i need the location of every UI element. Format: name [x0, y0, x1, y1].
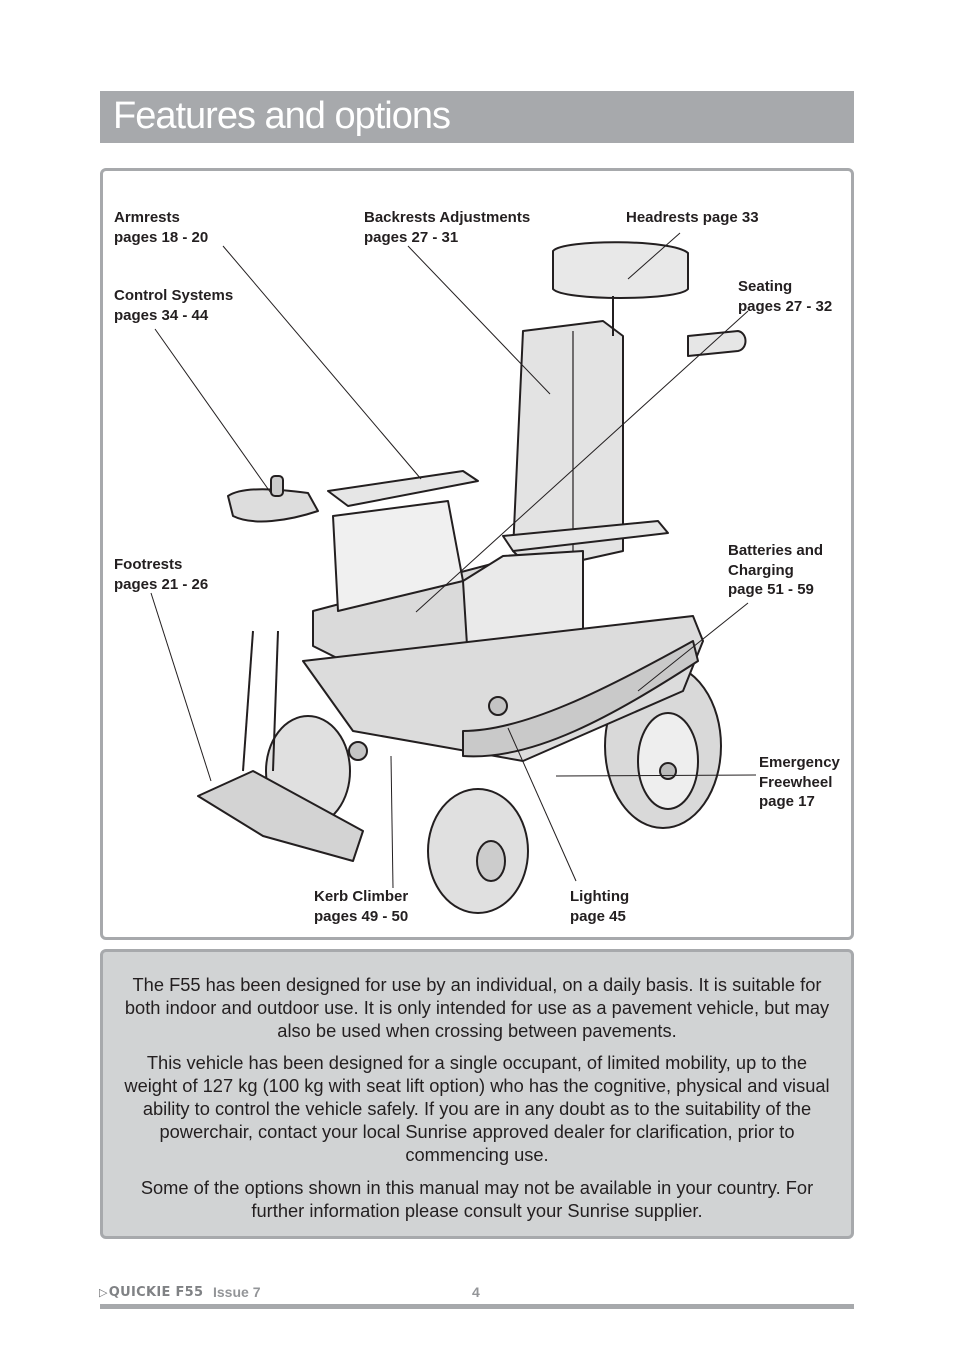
chassis: [302, 615, 704, 762]
callout-kerb-climber: Kerb Climber pages 49 - 50: [314, 888, 409, 925]
info-paragraph-usage: The F55 has been designed for use by an …: [124, 974, 830, 1041]
callout-backrests: Backrests Adjustments pages 27 - 31: [364, 209, 531, 246]
footer-issue: Issue 7: [213, 1284, 261, 1300]
headrest: [552, 241, 689, 299]
joystick-controller: [227, 488, 319, 523]
title-bar: Features and options: [100, 91, 854, 143]
callout-freewheel: Emergency Freewheel page 17: [759, 754, 840, 810]
wheelchair-illustration: [150, 232, 757, 914]
callout-headrests: Headrests page 33: [626, 209, 759, 226]
callout-batteries: Batteries and Charging page 51 - 59: [728, 542, 824, 598]
quickie-logo: ▷ QUICKIE F55: [99, 1284, 204, 1300]
callout-control-systems: Control Systems pages 34 - 44: [114, 287, 234, 324]
wheelchair-diagram: Armrests pages 18 - 20 Control Systems p…: [100, 168, 854, 940]
footer-rule: [100, 1304, 854, 1309]
triangle-icon: ▷: [99, 1285, 108, 1299]
page-number: 4: [472, 1284, 480, 1300]
page-title: Features and options: [113, 95, 451, 137]
info-paragraph-options: Some of the options shown in this manual…: [140, 1177, 814, 1221]
callout-armrests: Armrests pages 18 - 20: [114, 209, 209, 246]
info-paragraph-occupant: This vehicle has been designed for a sin…: [124, 1052, 830, 1165]
left-armrest: [327, 470, 479, 507]
callout-lighting: Lighting page 45: [570, 888, 630, 925]
callout-footrests: Footrests pages 21 - 26: [114, 556, 209, 593]
footrest: [197, 770, 364, 862]
callout-seating: Seating pages 27 - 32: [738, 278, 833, 315]
right-armrest: [502, 520, 669, 552]
info-box: The F55 has been designed for use by an …: [100, 949, 854, 1239]
